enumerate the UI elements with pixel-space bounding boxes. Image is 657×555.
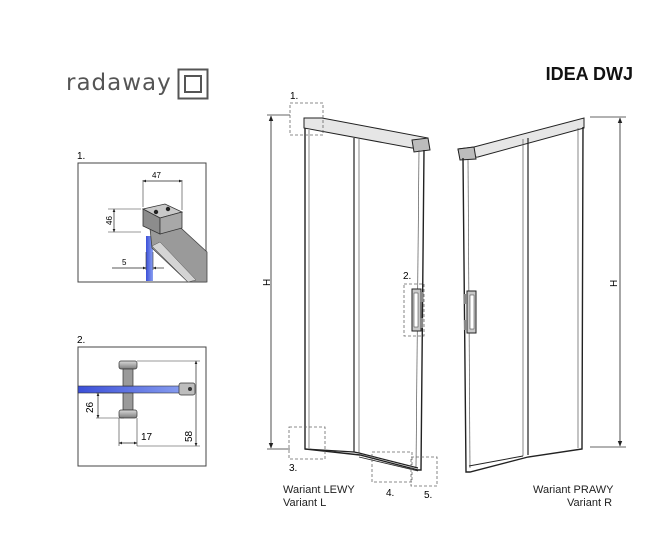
detail-2-glass	[77, 385, 187, 394]
detail-1-dim-width: 47	[152, 171, 161, 180]
variant-left-line1: Wariant LEWY	[283, 484, 355, 496]
callout-1: 1.	[289, 91, 324, 136]
detail-2-dim-c: 58	[184, 430, 195, 442]
callout-4: 4.	[371, 451, 413, 499]
brand-name: radaway	[66, 70, 172, 96]
detail-1-glass	[146, 236, 153, 281]
detail-1: 1. 47 46 5	[77, 151, 208, 283]
callout-2-label: 2.	[403, 271, 411, 282]
callout-5-label: 5.	[424, 490, 432, 501]
detail-1-label: 1.	[77, 151, 85, 162]
variant-right-caption: Wariant PRAWY Variant R	[533, 484, 613, 510]
variant-left-line2: Variant L	[283, 497, 327, 509]
height-label-right: H	[609, 280, 620, 287]
door-right	[457, 117, 585, 473]
callout-5: 5.	[410, 456, 438, 501]
product-title: IDEA DWJ	[545, 64, 633, 84]
callout-3-label: 3.	[289, 463, 297, 474]
detail-1-dim-thickness: 5	[122, 258, 127, 267]
brand-logo-icon	[177, 68, 209, 100]
detail-2-frame	[77, 346, 207, 467]
detail-2-dim-a: 26	[85, 401, 96, 413]
callout-1-label: 1.	[290, 91, 298, 102]
detail-2-label: 2.	[77, 335, 85, 346]
callout-2: 2.	[403, 271, 425, 337]
variant-left-caption: Wariant LEWY Variant L	[283, 484, 355, 510]
variant-right-line1: Wariant PRAWY	[533, 484, 614, 496]
detail-1-dim-height: 46	[105, 216, 114, 225]
detail-2: 2. 26 17 58	[77, 335, 207, 467]
door-left	[303, 117, 431, 472]
variant-right-line2: Variant R	[567, 497, 613, 509]
detail-2-dim-b: 17	[141, 432, 153, 443]
height-label-left: H	[262, 279, 273, 286]
callout-4-label: 4.	[386, 488, 394, 499]
callout-3: 3.	[288, 426, 326, 474]
